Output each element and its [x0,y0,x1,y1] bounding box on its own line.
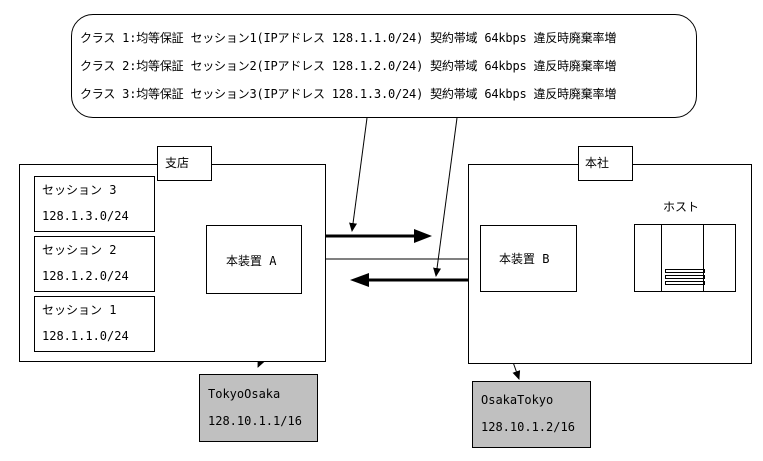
session-3-box: セッション 3 128.1.3.0/24 [34,176,155,232]
device-a: 本装置 A [206,225,302,294]
host-right-panel [703,225,704,291]
session-2-ip: 128.1.2.0/24 [42,269,129,283]
host-left-panel [661,225,662,291]
callout-pointer-1 [349,117,368,232]
device-b-label: 本装置 B [499,252,550,266]
arrow-to-branch-head [350,273,369,287]
host-server [634,224,736,292]
callout-line-2: クラス 2:均等保証 セッション2(IPアドレス 128.1.2.0/24) 契… [80,59,617,73]
session-1-name: セッション 1 [42,303,117,317]
tunnel-b-ip: 128.10.1.2/16 [481,420,575,434]
host-drive-slot-3 [665,281,705,285]
session-3-name: セッション 3 [42,183,117,197]
session-1-ip: 128.1.1.0/24 [42,329,129,343]
tunnel-a-name: TokyoOsaka [208,387,281,401]
session-3-ip: 128.1.3.0/24 [42,209,129,223]
session-1-box: セッション 1 128.1.1.0/24 [34,296,155,352]
arrow-to-hq-head [414,229,432,243]
tunnel-a-box: TokyoOsaka 128.10.1.1/16 [199,374,318,442]
hq-label: 本社 [585,156,610,170]
device-b: 本装置 B [480,225,577,292]
qos-class-callout: クラス 1:均等保証 セッション1(IPアドレス 128.1.1.0/24) 契… [71,14,697,118]
branch-label-box: 支店 [157,146,212,181]
session-2-name: セッション 2 [42,243,117,257]
callout-line-3: クラス 3:均等保証 セッション3(IPアドレス 128.1.3.0/24) 契… [80,87,617,101]
tunnel-b-box: OsakaTokyo 128.10.1.2/16 [472,381,591,448]
host-drive-slot-1 [665,269,705,273]
callout-line-1: クラス 1:均等保証 セッション1(IPアドレス 128.1.1.0/24) 契… [80,31,617,45]
branch-label: 支店 [165,156,190,170]
tunnel-b-name: OsakaTokyo [481,393,554,407]
host-drive-slot-2 [665,275,705,279]
device-a-label: 本装置 A [226,254,277,268]
hq-label-box: 本社 [578,146,633,181]
host-label: ホスト [663,200,700,214]
session-2-box: セッション 2 128.1.2.0/24 [34,236,155,292]
callout-pointer-2 [433,117,458,277]
tunnel-a-ip: 128.10.1.1/16 [208,414,302,428]
